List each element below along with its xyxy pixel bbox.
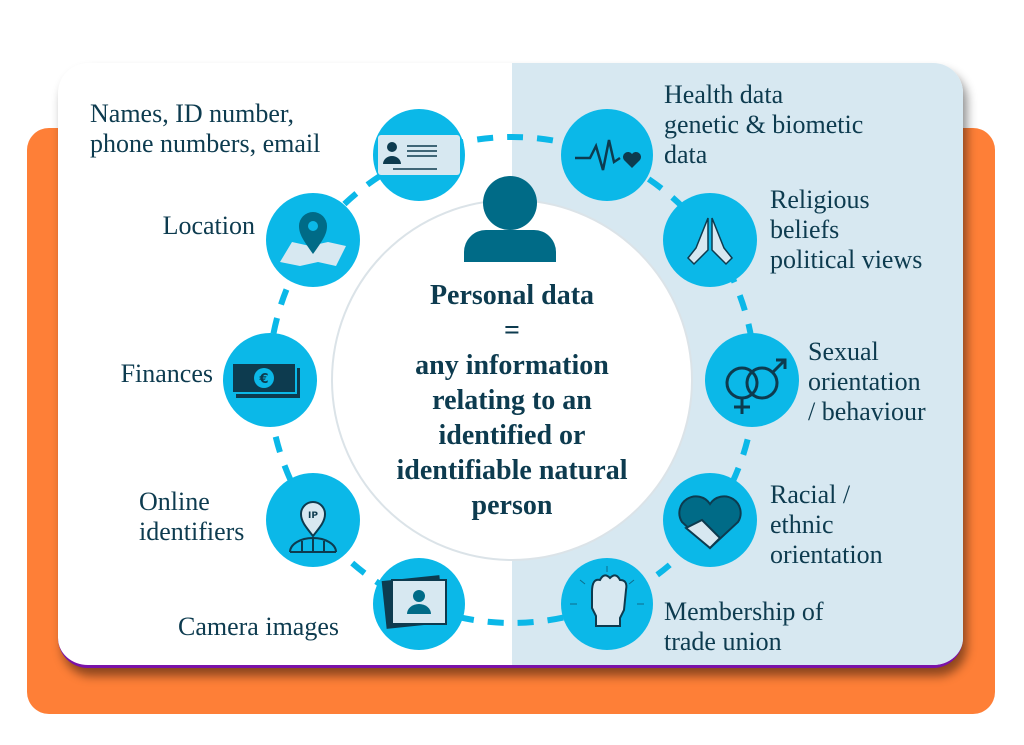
label-health: Health data genetic & biometic data <box>664 80 864 169</box>
raised-fist-icon <box>570 566 644 627</box>
label-sexual-orientation: Sexual orientation / behaviour <box>808 337 926 426</box>
label-online-identifiers: Online identifiers <box>139 487 245 546</box>
label-camera-images: Camera images <box>178 612 339 641</box>
definition-line: person <box>471 490 553 521</box>
id-card-icon <box>378 135 460 175</box>
label-names-id: Names, ID number, phone numbers, email <box>90 99 321 158</box>
gender-symbols-icon <box>725 358 787 414</box>
svg-text:IP: IP <box>308 511 318 521</box>
definition-title: Personal data <box>429 280 595 311</box>
svg-text:€: € <box>258 372 268 387</box>
definition-line: identified or <box>438 420 586 451</box>
religious-circle <box>663 193 757 287</box>
map-pin-icon <box>280 212 346 266</box>
heartbeat-icon <box>575 139 641 171</box>
euro-banknote-icon: € <box>231 362 300 398</box>
personal-data-definition: Personal data = any information relating… <box>352 278 672 523</box>
label-religious: Religious beliefs political views <box>770 185 923 274</box>
sexual-orientation-circle <box>705 333 799 427</box>
definition-line: relating to an <box>432 385 592 416</box>
handshake-heart-icon <box>678 495 742 550</box>
label-location: Location <box>162 211 255 240</box>
ip-location-globe-icon: IP <box>289 501 337 553</box>
label-finances: Finances <box>120 359 213 388</box>
definition-line: any information <box>415 350 609 381</box>
label-trade-union: Membership of trade union <box>664 597 824 656</box>
equals-sign: = <box>504 315 520 346</box>
praying-hands-icon <box>686 217 734 266</box>
photo-icon <box>381 575 447 629</box>
person-icon <box>464 176 556 262</box>
label-racial: Racial / ethnic orientation <box>770 480 883 569</box>
definition-line: identifiable natural <box>396 455 628 486</box>
